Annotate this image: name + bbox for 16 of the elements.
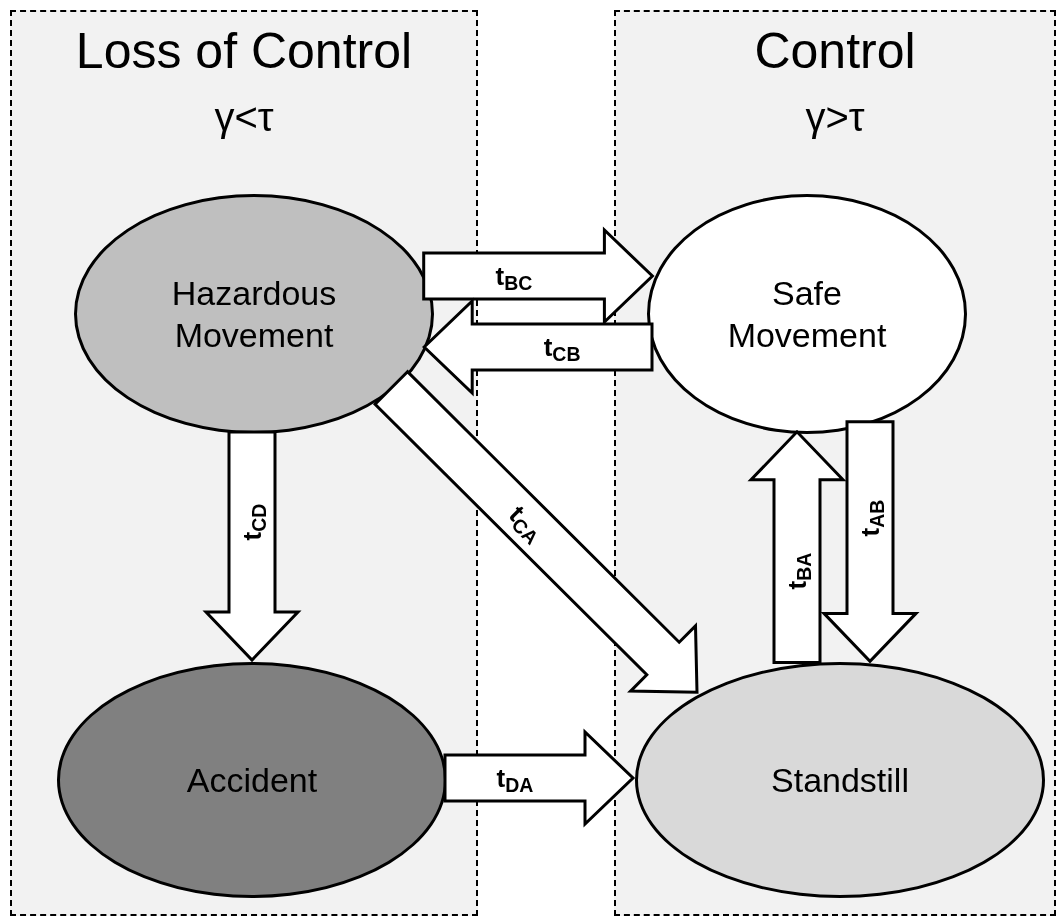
- block-arrow: [202, 430, 302, 663]
- region-panel: [614, 10, 1056, 916]
- region-title: Control: [754, 22, 916, 81]
- block-arrow: [820, 420, 920, 664]
- region-panel: [10, 10, 478, 916]
- region-title: γ>τ: [805, 94, 865, 141]
- block-arrow: [372, 369, 699, 694]
- state-label: Accident: [185, 760, 319, 801]
- state-label: Safe Movement: [726, 273, 888, 356]
- region-title: Loss of Control: [75, 22, 413, 81]
- state-label: Standstill: [770, 760, 910, 801]
- region-title: γ<τ: [214, 94, 274, 141]
- block-arrow: [747, 429, 847, 664]
- block-arrow: [422, 297, 654, 397]
- state-label: Hazardous Movement: [170, 273, 338, 356]
- block-arrow: [443, 728, 636, 828]
